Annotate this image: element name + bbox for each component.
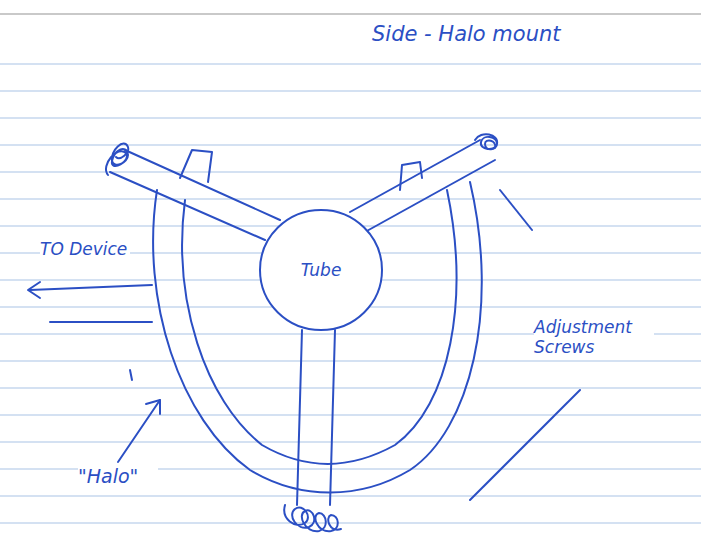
annotation: TO Device — [40, 240, 130, 260]
halo-label: "Halo" — [78, 466, 158, 488]
sketch-title: Side - Halo mount — [372, 22, 561, 46]
node-label: Tube — [301, 260, 342, 280]
tube-circle: Tube — [258, 208, 384, 332]
node-content: Tube — [258, 208, 384, 332]
annotation: Adjustment Screws — [534, 318, 654, 357]
